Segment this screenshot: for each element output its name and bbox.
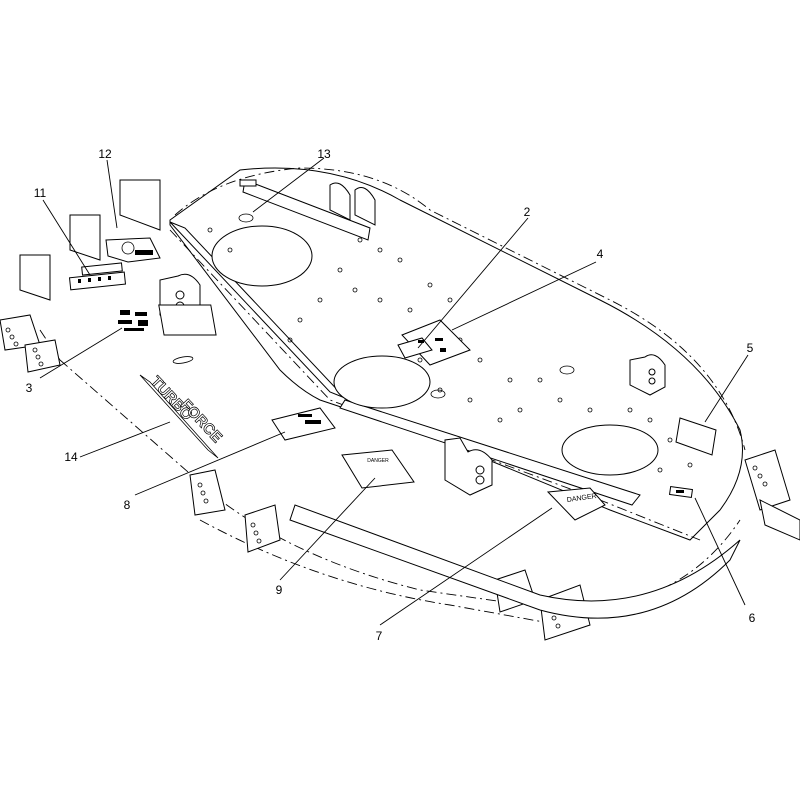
- baffle-right: [339, 399, 641, 506]
- decal-8: [271, 407, 336, 441]
- callout-2: 2: [524, 205, 531, 219]
- decal-11: [68, 271, 127, 291]
- callout-7: 7: [376, 629, 383, 643]
- decal-3-graphics: [118, 310, 148, 331]
- deck-grommets: [238, 213, 575, 399]
- decal-12-strip: [135, 250, 153, 255]
- front-bumper: [289, 504, 741, 619]
- callout-8: 8: [124, 498, 131, 512]
- decal-7-danger-text: DANGER: [566, 493, 597, 504]
- deck-top-front-edge: [169, 229, 701, 541]
- callout-14: 14: [64, 450, 78, 464]
- spindle-opening-right: [561, 424, 659, 476]
- spindle-opening-center: [333, 355, 431, 409]
- leader-lines: [39, 157, 749, 626]
- callout-5: 5: [747, 341, 754, 355]
- front-right-bumper: [759, 499, 800, 541]
- rear-frame-left: [0, 179, 161, 373]
- deck-skirt-lower-outline: [39, 329, 561, 626]
- gauge-wheel-holes-left: [5, 327, 44, 367]
- callout-3: 3: [26, 381, 33, 395]
- decal-14-panel: [139, 374, 219, 459]
- deck-slot: [172, 356, 194, 364]
- mount-bracket-right: [629, 354, 666, 396]
- callout-6: 6: [749, 611, 756, 625]
- callout-12: 12: [98, 147, 112, 161]
- spindle-opening-left: [211, 225, 313, 287]
- decal-12: [105, 237, 161, 263]
- decal-13-top: [239, 179, 257, 187]
- decal-9-danger-text: DANGER: [367, 458, 389, 464]
- decal-7-danger: [546, 487, 606, 521]
- decal-11-upper: [81, 262, 123, 276]
- callout-11: 11: [34, 186, 47, 200]
- decal-4: [401, 319, 471, 366]
- decal-3: [158, 304, 217, 336]
- decal-5: [675, 417, 717, 456]
- gauge-wheel-holes-front: [197, 465, 768, 629]
- mount-bracket-rear-center: [329, 182, 376, 226]
- decal-4-graphics: [418, 338, 446, 352]
- decal-9-danger: [341, 449, 415, 489]
- decal-12-hole: [121, 241, 135, 255]
- callout-9: 9: [276, 583, 283, 597]
- decal-8-graphics: [298, 414, 321, 424]
- decal-11-marks: [78, 276, 111, 283]
- mount-bracket-front-center: [444, 437, 493, 496]
- decal-6-mark: [676, 490, 684, 493]
- callout-13: 13: [317, 147, 331, 161]
- deck-bolt-holes: [207, 227, 693, 473]
- callout-4: 4: [597, 247, 604, 261]
